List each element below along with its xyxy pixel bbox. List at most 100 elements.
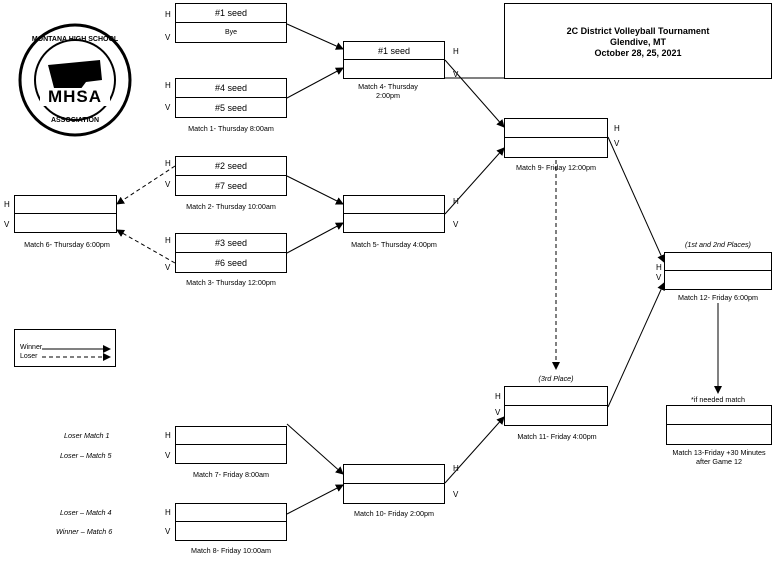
mhsa-logo	[18, 23, 132, 137]
match-13-label-2: after Game 12	[696, 457, 742, 466]
match-4-box: #1 seed	[343, 41, 445, 79]
match-5-box	[343, 195, 445, 233]
line-m1-to-m4	[286, 67, 344, 99]
line-m2-loser-to-m6	[116, 165, 176, 205]
legend-winner-label: Winner	[20, 344, 43, 351]
h-label: H	[4, 200, 10, 209]
match-13-label: Match 13-Friday +30 Minutes	[672, 448, 766, 457]
seed-7-slot: #7 seed	[214, 180, 248, 191]
match-6-visitor-slot	[15, 214, 116, 232]
match-7-label: Match 7- Friday 8:00am	[193, 470, 269, 479]
match-11-visitor-slot	[505, 406, 607, 425]
h-label: H	[165, 236, 171, 245]
match-13-box	[666, 405, 772, 445]
match-1-box: #4 seed #5 seed	[175, 78, 287, 118]
match-11-label: Match 11- Friday 4:00pm	[517, 432, 597, 441]
first-second-place-note: (1st and 2nd Places)	[685, 240, 751, 249]
match-1-label: Match 1- Thursday 8:00am	[188, 124, 274, 133]
match-11-home-slot	[505, 387, 607, 406]
match-7-box	[175, 426, 287, 464]
v-label: V	[165, 33, 171, 42]
match-13-home-slot	[667, 406, 771, 425]
match-10-home-slot	[344, 465, 444, 484]
match-6-box	[14, 195, 117, 233]
match-8-box	[175, 503, 287, 541]
match-6-label: Match 6- Thursday 6:00pm	[24, 240, 110, 249]
v-label: V	[453, 70, 459, 79]
seed-3-slot: #3 seed	[176, 234, 286, 253]
h-label: H	[453, 47, 459, 56]
loser-match-1-label: Loser Match 1	[64, 431, 110, 440]
line-m4-to-m9	[444, 59, 505, 128]
line-m3-loser-to-m6	[116, 229, 176, 264]
match-13-visitor-slot	[667, 425, 771, 444]
seed-6-slot: #6 seed	[214, 257, 248, 268]
logo-center-text: MHSA	[47, 87, 103, 106]
match-4-home-slot: #1 seed	[344, 42, 444, 60]
logo-bottom-text: ASSOCIATION	[50, 117, 100, 124]
match-3-box: #3 seed #6 seed	[175, 233, 287, 273]
h-label: H	[453, 197, 459, 206]
v-label: V	[165, 180, 171, 189]
h-label: H	[656, 263, 662, 272]
v-label: V	[165, 263, 171, 272]
seed-4-slot: #4 seed	[176, 79, 286, 98]
logo-top-text: MONTANA HIGH SCHOOL	[31, 36, 119, 43]
legend-box: Winner Loser	[14, 329, 116, 367]
match-9-box	[504, 118, 608, 158]
line-m1a-to-m4	[286, 23, 344, 50]
title-line1: 2C District Volleyball Tournament	[566, 26, 710, 36]
v-label: V	[453, 490, 459, 499]
match-7-visitor-slot	[176, 445, 286, 463]
match-2-label: Match 2- Thursday 10:00am	[186, 202, 276, 211]
match-5-label: Match 5- Thursday 4:00pm	[351, 240, 437, 249]
v-label: V	[495, 408, 501, 417]
h-label: H	[495, 392, 501, 401]
line-m7-to-m10	[286, 423, 344, 475]
line-m11-to-m12	[607, 282, 665, 408]
match-3-label: Match 3- Thursday 12:00pm	[186, 278, 276, 287]
v-label: V	[656, 273, 662, 282]
h-label: H	[165, 508, 171, 517]
v-label: V	[165, 527, 171, 536]
h-label: H	[165, 81, 171, 90]
h-label: H	[165, 159, 171, 168]
h-label: H	[614, 124, 620, 133]
match-8-home-slot	[176, 504, 286, 522]
seed-2-slot: #2 seed	[176, 157, 286, 176]
if-needed-note: *if needed match	[691, 395, 745, 404]
v-label: V	[614, 139, 620, 148]
title-line2: Glendive, MT	[609, 37, 666, 47]
h-label: H	[165, 10, 171, 19]
match-8-visitor-slot	[176, 522, 286, 540]
third-place-note: (3rd Place)	[538, 374, 574, 383]
match-8-label: Match 8- Friday 10:00am	[191, 546, 271, 555]
v-label: V	[4, 220, 10, 229]
v-label: V	[165, 103, 171, 112]
h-label: H	[165, 431, 171, 440]
line-m2-to-m5	[286, 175, 344, 205]
bye-slot-box: #1 seed Bye	[175, 3, 287, 43]
seed-1-slot: #1 seed	[176, 4, 286, 23]
match-12-box	[664, 252, 772, 290]
match-5-home-slot	[344, 196, 444, 214]
match-5-visitor-slot	[344, 214, 444, 232]
match-6-home-slot	[15, 196, 116, 214]
loser-match-4-label: Loser – Match 4	[60, 508, 112, 517]
match-2-box: #2 seed #7 seed	[175, 156, 287, 196]
match-11-box	[504, 386, 608, 426]
line-m3-to-m5	[286, 222, 344, 254]
match-10-box	[343, 464, 445, 504]
title-box: 2C District Volleyball Tournament Glendi…	[504, 3, 772, 79]
match-9-home-slot	[505, 119, 607, 138]
line-m10-to-m11	[444, 416, 505, 484]
line-m9-to-m12	[607, 136, 665, 263]
h-label: H	[453, 464, 459, 473]
match-9-label: Match 9- Friday 12:00pm	[516, 163, 596, 172]
line-m8-to-m10	[286, 484, 344, 515]
match-4-visitor-slot	[344, 60, 444, 78]
legend-loser-label: Loser	[20, 353, 38, 360]
match-9-visitor-slot	[505, 138, 607, 157]
match-7-home-slot	[176, 427, 286, 445]
